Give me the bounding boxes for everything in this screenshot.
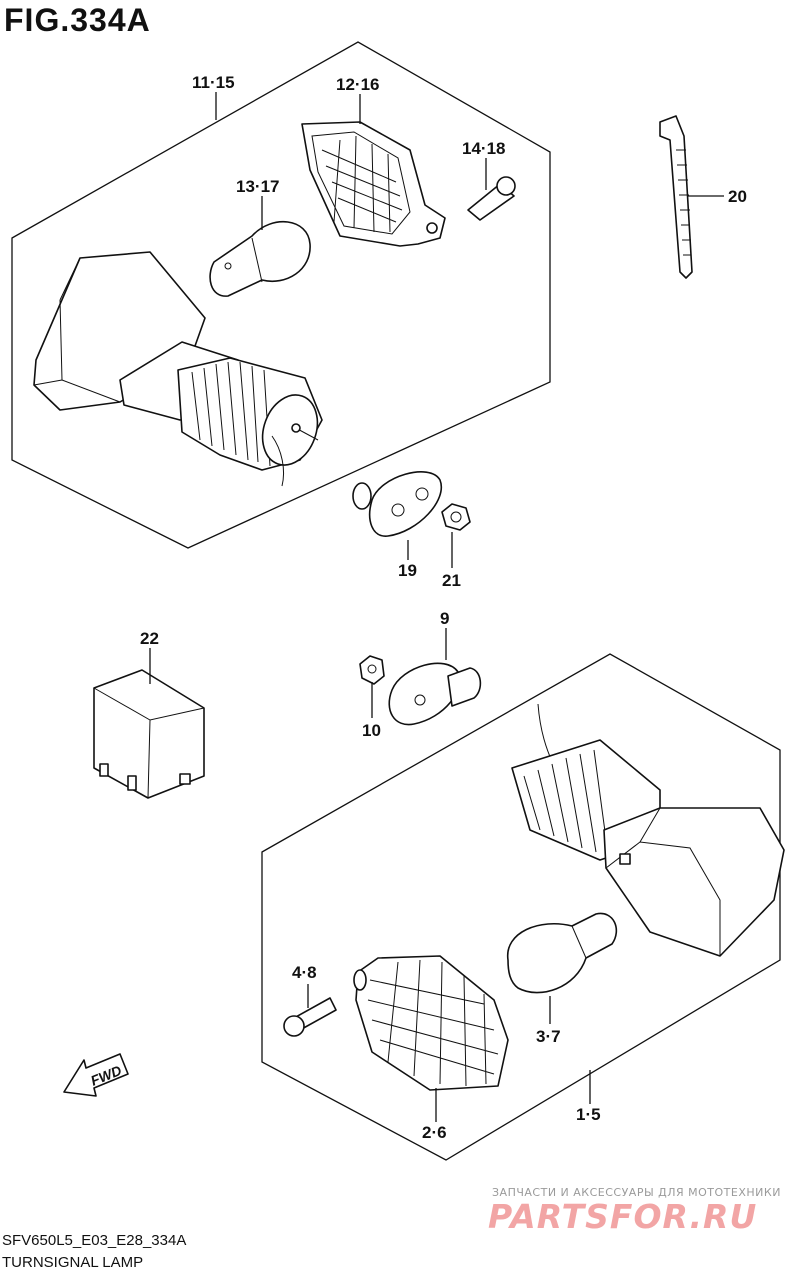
forward-direction-arrow [63, 1053, 129, 1097]
lens-screw-upper [467, 176, 516, 221]
callout-13-17: 13·17 [236, 177, 279, 196]
callout-10: 10 [362, 721, 381, 740]
diagram-code: SFV650L5_E03_E28_334A [2, 1232, 187, 1249]
callout-12-16: 12·16 [336, 75, 379, 94]
callout-2-6: 2·6 [422, 1123, 447, 1142]
mount-cushion-lower [388, 662, 482, 726]
front-bulb [209, 221, 311, 297]
callout-3-7: 3·7 [536, 1027, 561, 1046]
nut-upper [441, 503, 471, 531]
upper-assembly-frame [11, 41, 551, 549]
callout-9: 9 [440, 609, 449, 628]
callout-14-18: 14·18 [462, 139, 505, 158]
callout-11-15: 11·15 [192, 73, 235, 92]
callout-22: 22 [140, 629, 159, 648]
diagram-subtitle: TURNSIGNAL LAMP [2, 1254, 144, 1271]
leader-lines [149, 92, 724, 1122]
nut-lower [359, 655, 385, 685]
rear-turnsignal-housing [511, 703, 785, 957]
rear-bulb [507, 912, 618, 994]
front-lens [301, 121, 446, 247]
callout-19: 19 [398, 561, 417, 580]
figure-title: FIG.334A [4, 2, 151, 38]
front-turnsignal-housing [33, 251, 323, 487]
lower-assembly-frame [261, 653, 781, 1161]
turnsignal-relay [93, 669, 205, 799]
callout-1-5: 1·5 [576, 1105, 601, 1124]
rear-lens [353, 955, 509, 1091]
mount-cushion-upper [352, 471, 443, 537]
callout-20: 20 [728, 187, 747, 206]
callout-4-8: 4·8 [292, 963, 317, 982]
watermark-tagline: ЗАПЧАСТИ И АКСЕССУАРЫ ДЛЯ МОТОТЕХНИКИ [492, 1186, 781, 1199]
watermark-logo: PARTSFOR.RU [488, 1197, 758, 1236]
callout-21: 21 [442, 571, 461, 590]
lens-screw-lower [283, 997, 337, 1037]
cable-tie [659, 115, 693, 279]
